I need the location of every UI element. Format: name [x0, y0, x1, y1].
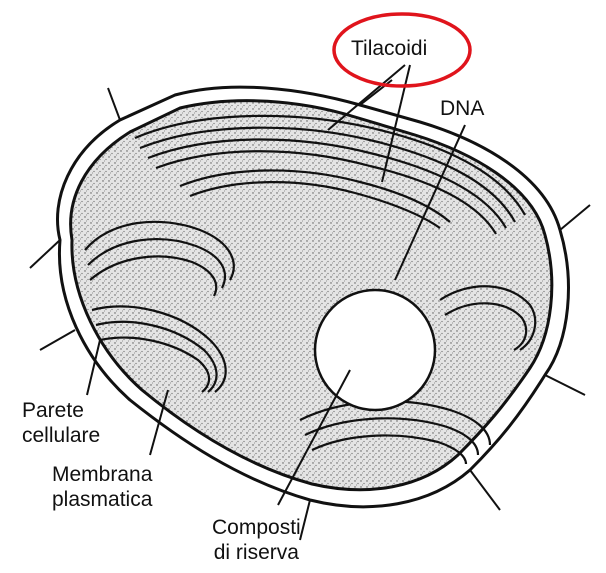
membrana-line1: Membrana [52, 462, 152, 487]
parete-cellulare-label: Parete cellulare [22, 398, 100, 448]
membrana-line2: plasmatica [52, 487, 152, 512]
parete-line1: Parete [22, 398, 100, 423]
parete-line2: cellulare [22, 423, 100, 448]
composti-line1: Composti [212, 515, 301, 540]
tilacoidi-label: Tilacoidi [351, 36, 427, 61]
composti-di-riserva-label: Composti di riserva [212, 515, 301, 565]
dna-label: DNA [440, 96, 484, 121]
membrana-plasmatica-label: Membrana plasmatica [52, 462, 152, 512]
composti-line2: di riserva [212, 540, 301, 565]
tilacoidi-text: Tilacoidi [351, 36, 427, 61]
dna-text: DNA [440, 96, 484, 121]
storage-granule [315, 290, 435, 410]
